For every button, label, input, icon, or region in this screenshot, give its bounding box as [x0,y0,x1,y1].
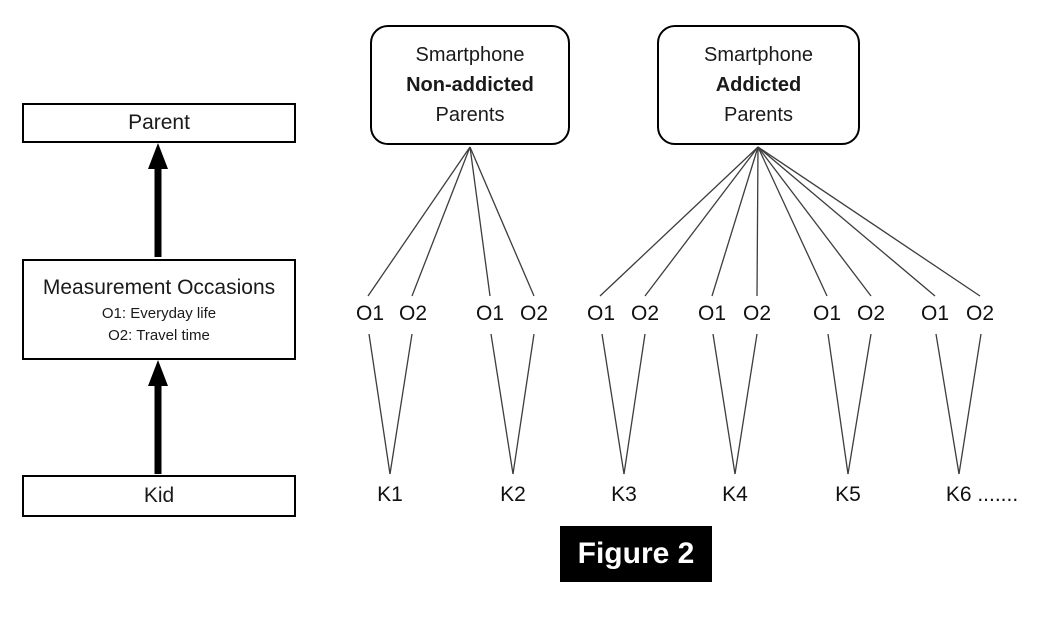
addicted-parents-box: Smartphone Addicted Parents [657,25,860,145]
measurement-title: Measurement Occasions [42,275,276,299]
kid-label: K1 [377,483,403,506]
occasion-label-o1: O1 [812,302,842,325]
occasion-label-o2: O2 [742,302,772,325]
kid-label: K3 [611,483,637,506]
group-line-emphasis: Non-addicted [406,74,534,96]
v-line [958,333,982,475]
parent-box: Parent [22,103,296,143]
fan-line [469,146,535,297]
group-line: Parents [435,104,505,126]
left-fan-lines [367,146,535,297]
group-line: Parents [724,104,793,126]
fan-line [367,146,471,297]
occasion-label-o1: O1 [586,302,616,325]
right-fan-lines [599,146,981,297]
kid-label: K5 [835,483,861,506]
measurement-occasions-box: Measurement Occasions O1: Everyday life … [22,259,296,360]
occasion-label-o2: O2 [630,302,660,325]
measurement-note-o2: O2: Travel time [108,326,210,344]
occasion-label-o2: O2 [519,302,549,325]
fan-line [757,146,936,297]
group-line: Smartphone [704,44,813,66]
occasion-label-o1: O1 [475,302,505,325]
figure-caption: Figure 2 [560,526,712,582]
up-arrow-head [148,360,168,386]
fan-line [599,146,759,297]
v-line [389,333,413,475]
v-line [734,333,758,475]
v-line [827,333,849,475]
occasion-label-o2: O2 [965,302,995,325]
v-line [512,333,535,475]
occasion-label-o1: O1 [355,302,385,325]
v-line [847,333,872,475]
fan-line [469,146,491,297]
kid-box: Kid [22,475,296,517]
fan-line [757,146,828,297]
occasion-label-o1: O1 [920,302,950,325]
fan-line [711,146,759,297]
fan-line [756,146,759,297]
v-line [368,333,391,475]
fan-line [644,146,759,297]
fan-line [411,146,471,297]
occasion-to-kid-lines [368,333,982,475]
up-arrow-head [148,143,168,169]
measurement-note-o1: O1: Everyday life [101,304,217,322]
group-line: Smartphone [415,44,525,66]
kid-label: K6 ....... [945,483,1019,506]
non-addicted-parents-box: Smartphone Non-addicted Parents [370,25,570,145]
v-line [623,333,646,475]
group-line-emphasis: Addicted [715,74,802,96]
kid-box-label: Kid [143,484,175,507]
v-line [490,333,514,475]
v-line [601,333,625,475]
occasion-label-o2: O2 [398,302,428,325]
occasion-label-o2: O2 [856,302,886,325]
v-line [712,333,736,475]
v-line [935,333,960,475]
fan-line [757,146,981,297]
kid-label: K2 [500,483,526,506]
figure-caption-text: Figure 2 [577,537,695,570]
kid-label: K4 [722,483,748,506]
fan-line [757,146,872,297]
parent-box-label: Parent [128,111,190,134]
flow-arrows [148,143,168,474]
occasion-label-o1: O1 [697,302,727,325]
